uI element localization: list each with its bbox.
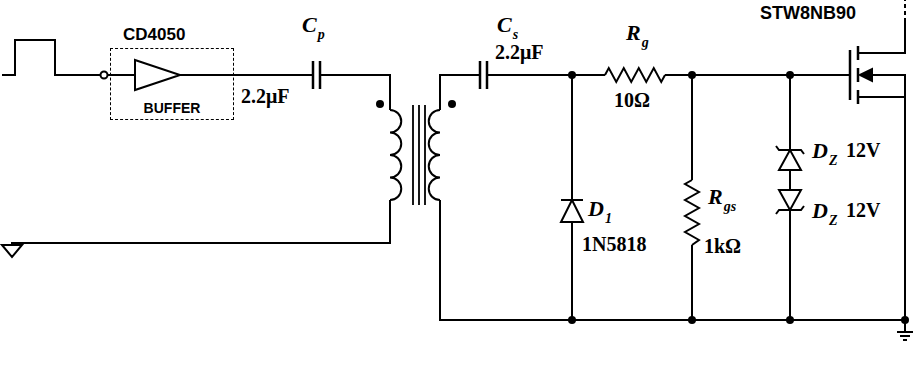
component-name: C [497,14,512,36]
drain-lead [904,0,906,22]
mosfet-arrow [860,69,872,81]
wire [180,74,313,76]
wire [789,75,791,320]
buffer-symbol [135,60,180,90]
mosfet-source [858,75,905,320]
diode-symbol [561,200,583,222]
resistor-symbol [605,68,665,82]
junction-dot [568,71,576,79]
component-name: R [708,186,723,208]
wire [440,75,480,110]
part-number: CD4050 [123,25,185,45]
wire [440,200,905,320]
subscript: Z [829,154,838,168]
capacitor-symbol [480,61,487,89]
component-value: 2.2μF [495,42,544,62]
junction-dot [568,316,576,324]
subscript: g [642,36,649,50]
wire [12,200,390,245]
buffer-box: CD4050BUFFER [110,48,234,120]
zener-diode-symbol [776,190,804,214]
component-value: 12V [846,140,880,160]
subscript: s [513,28,518,42]
polarity-dot [448,100,456,108]
mosfet-gate [849,50,852,100]
zener-diode-symbol [776,146,804,170]
component-value: 10Ω [614,90,650,110]
subscript: 1 [605,212,612,226]
component-value: 2.2μF [241,86,290,106]
junction-dot [786,71,794,79]
component-value: 12V [846,200,880,220]
subscript: gs [724,200,736,214]
transformer-core [413,105,425,205]
block-label: BUFFER [111,100,233,116]
component-name: D [812,200,828,222]
wire [108,74,136,76]
subscript: p [318,28,325,42]
component-name: D [588,198,604,220]
junction-dot [688,316,696,324]
component-name: D [812,140,828,162]
junction-dot [786,316,794,324]
wire [320,75,390,110]
wire [571,75,573,320]
primary-winding [390,110,401,200]
subscript: Z [829,214,838,228]
component-value: 1kΩ [704,236,741,256]
mosfet-drain [858,22,905,53]
ground-symbol [2,245,22,257]
part-number: STW8NB90 [760,4,856,22]
component-name: C [302,14,317,36]
component-name: R [626,22,641,44]
input-terminal [101,72,108,79]
polarity-dot [376,100,384,108]
secondary-winding [429,110,440,200]
resistor-symbol [685,180,699,245]
pulse-waveform [2,40,100,75]
part-number: 1N5818 [582,234,646,254]
wire [487,74,605,76]
capacitor-symbol [313,61,320,89]
junction-dot [901,316,909,324]
junction-dot [688,71,696,79]
